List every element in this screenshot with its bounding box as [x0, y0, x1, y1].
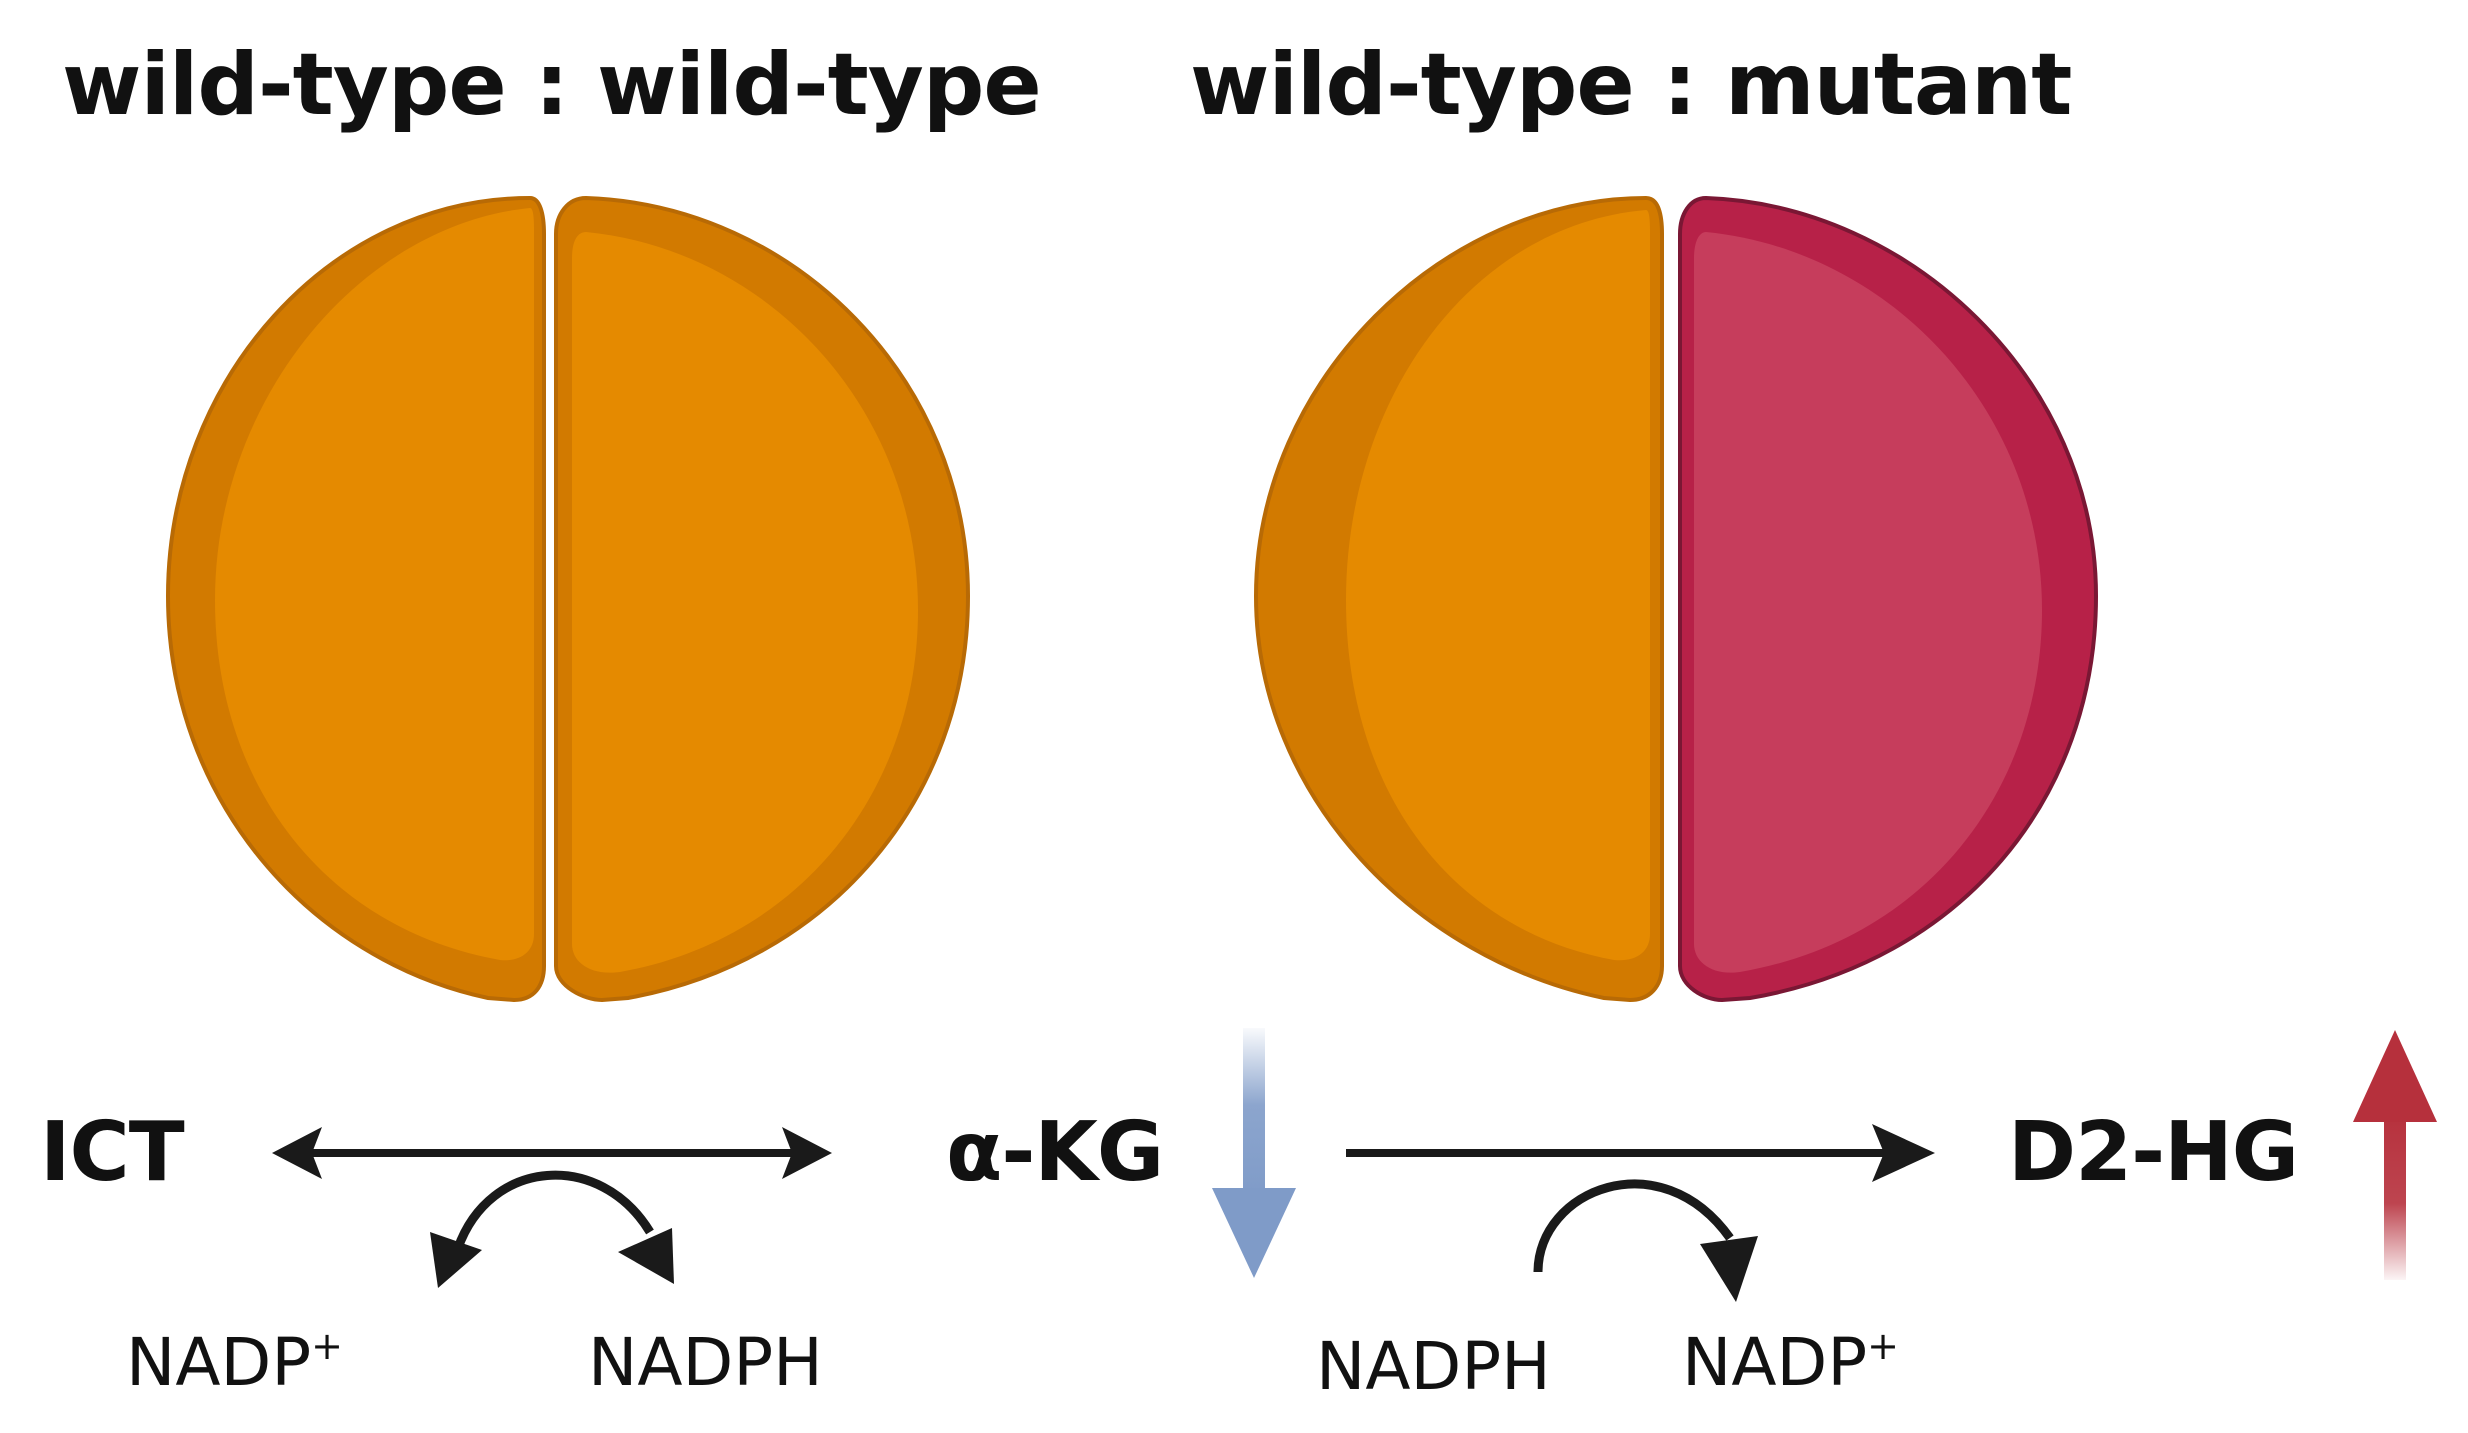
wild-type-subunit-left [165, 195, 546, 1003]
wild-type-subunit [1253, 195, 1664, 1003]
wild-type-dimer [165, 195, 971, 1003]
right-nadph-label: NADPH [1316, 1328, 1551, 1405]
reversible-reaction-arrow [272, 1127, 832, 1179]
d2hg-increase-arrow-icon [2353, 1030, 2437, 1280]
left-panel-title: wild-type : wild-type [62, 35, 1042, 135]
nadph-to-nadp-curved-arrow [1533, 1179, 1758, 1302]
ict-label: ICT [40, 1105, 185, 1200]
neomorphic-reaction-arrow [1346, 1124, 1935, 1182]
d2hg-label: D2-HG [2008, 1105, 2299, 1200]
right-nadp-plus-label: NADP+ [1682, 1324, 1899, 1401]
nadp-to-nadph-curved-arrow [430, 1170, 674, 1288]
right-panel-title: wild-type : mutant [1190, 35, 2072, 135]
alpha-kg-decrease-arrow-icon [1212, 1028, 1296, 1278]
mutant-subunit [1678, 195, 2099, 1003]
wild-type-subunit-right [554, 195, 971, 1003]
left-nadph-label: NADPH [588, 1324, 823, 1401]
alpha-kg-label: α-KG [946, 1105, 1164, 1200]
mutant-heterodimer [1253, 195, 2099, 1003]
left-nadp-plus-label: NADP+ [126, 1324, 343, 1401]
